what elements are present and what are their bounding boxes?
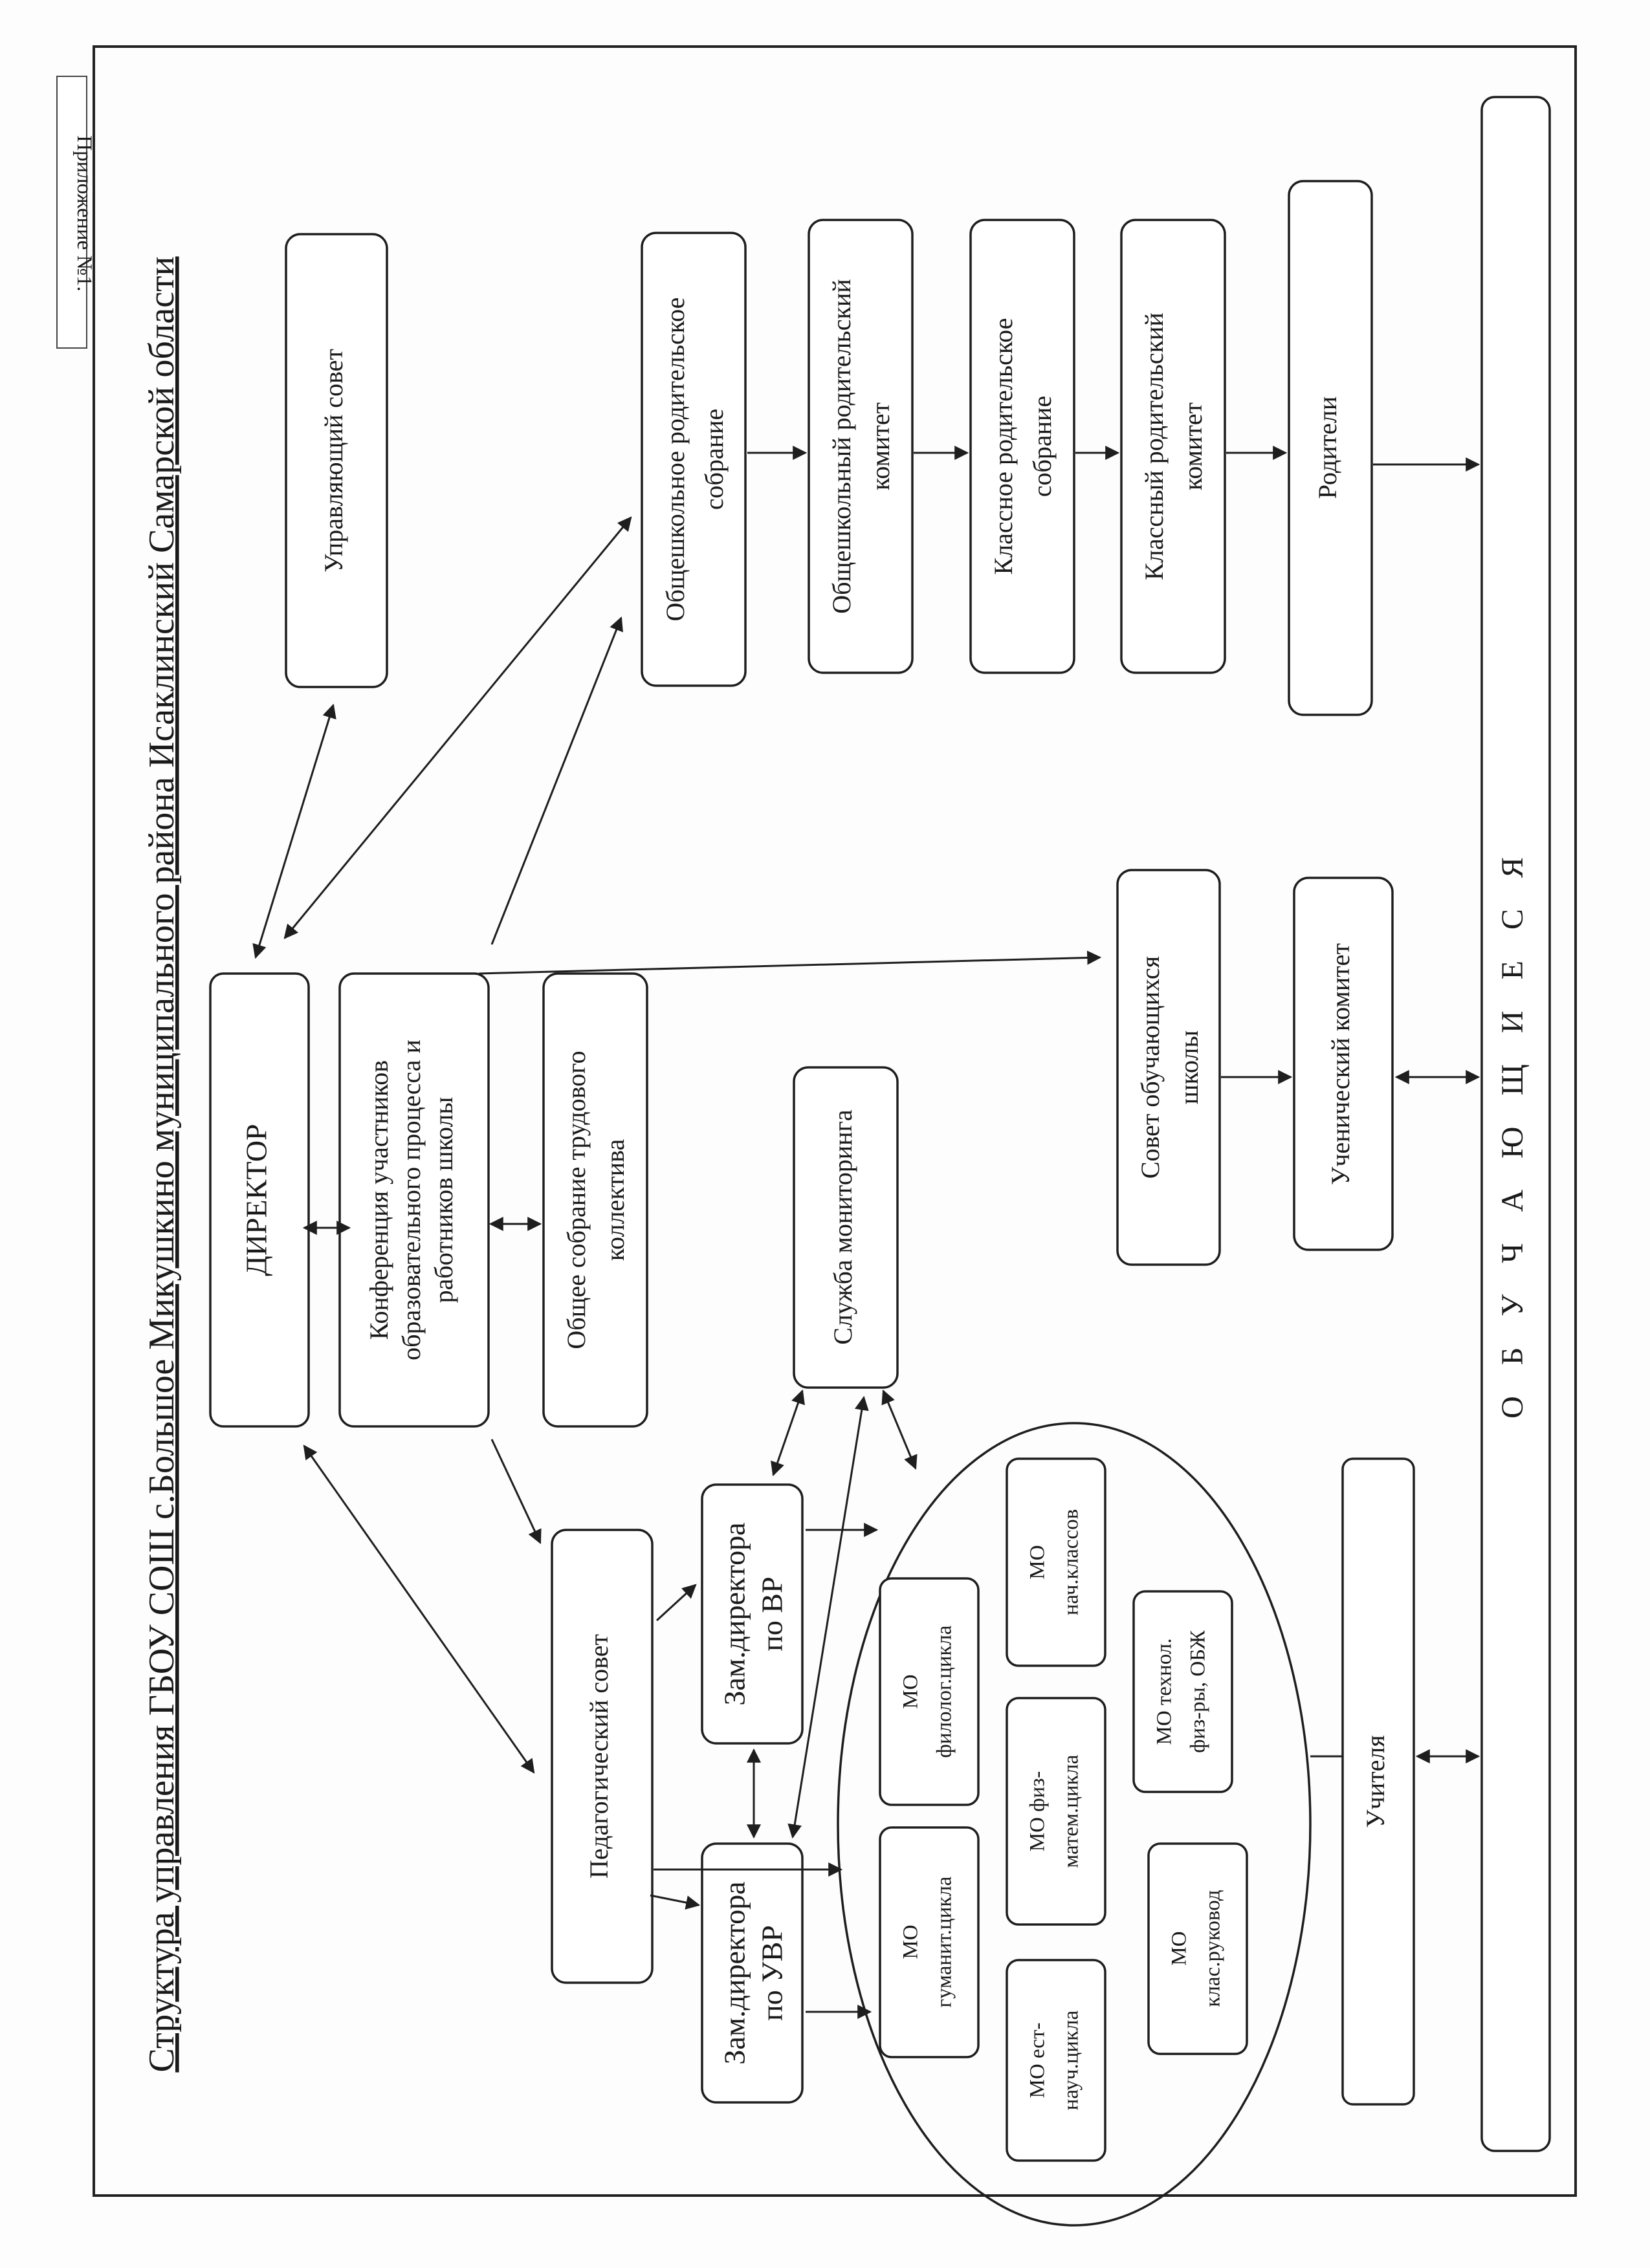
mo-humanit-line-2: гуманит.цикла bbox=[933, 1876, 956, 2007]
parents-label: Родители bbox=[1313, 397, 1342, 499]
pedagogical-council-label: Педагогический совет bbox=[584, 1634, 613, 1879]
mo-science-box: МО ест- науч.цикла bbox=[1006, 1959, 1106, 2162]
pedagogical-council-box: Педагогический совет bbox=[551, 1529, 654, 1984]
mo-physmath-line-2: матем.цикла bbox=[1060, 1754, 1083, 1868]
mo-science-line-2: науч.цикла bbox=[1060, 2010, 1083, 2110]
arrow-monitoring-ellipse bbox=[881, 1389, 918, 1470]
mo-class-heads-line-2: клас.руковод bbox=[1202, 1890, 1225, 2007]
parent-committee-school-line-2: комитет bbox=[866, 402, 895, 490]
general-meeting-line-1: Общее собрание трудового bbox=[562, 1051, 591, 1349]
mo-humanit-line-1: МО bbox=[899, 1925, 923, 1959]
outer-frame bbox=[93, 45, 1577, 2197]
parent-meeting-class-line-2: собрание bbox=[1028, 396, 1057, 497]
conference-line-3: работников школы bbox=[429, 1097, 458, 1303]
deputy-vr-box: Зам.директора по ВР bbox=[701, 1483, 804, 1745]
conference-box: Конференция участников образовательного … bbox=[338, 972, 490, 1428]
parent-meeting-school-box: Общешкольное родительское собрание bbox=[641, 232, 747, 687]
mo-class-heads-line-1: МО bbox=[1168, 1931, 1191, 1965]
parent-committee-school-line-1: Общешкольный родительский bbox=[827, 279, 856, 613]
teachers-box: Учителя bbox=[1341, 1457, 1415, 2106]
student-committee-label: Ученический комитет bbox=[1326, 943, 1355, 1185]
mo-humanit-box: МО гуманит.цикла bbox=[879, 1826, 980, 2058]
parent-meeting-class-line-1: Классное родительское bbox=[989, 318, 1018, 575]
arrow-conference-pedcouncil bbox=[490, 1439, 542, 1544]
deputy-vr-line-1: Зам.директора bbox=[718, 1522, 751, 1705]
mo-physmath-box: МО физ- матем.цикла bbox=[1006, 1697, 1106, 1926]
mo-philolog-line-1: МО bbox=[899, 1674, 923, 1708]
governing-council-box: Управляющий совет bbox=[285, 233, 388, 688]
appendix-label-group: Приложение №1. bbox=[56, 76, 96, 349]
students-label: О Б У Ч А Ю Щ И Е С Я bbox=[1495, 845, 1530, 1419]
arrow-conference-student-council bbox=[478, 950, 1102, 975]
mo-philolog-box: МО филолог.цикла bbox=[879, 1577, 980, 1806]
arrow-director-pedcouncil bbox=[303, 1445, 535, 1774]
mo-philolog-line-2: филолог.цикла bbox=[933, 1625, 956, 1758]
parent-committee-class-line-1: Классный родительский bbox=[1139, 312, 1169, 580]
deputy-uvr-line-2: по УВР bbox=[756, 1925, 789, 2021]
arrow-vr-monitoring bbox=[771, 1389, 805, 1477]
mo-physmath-line-1: МО физ- bbox=[1026, 1771, 1050, 1852]
mo-primary-box: МО нач.классов bbox=[1006, 1457, 1106, 1667]
director-label: ДИРЕКТОР bbox=[240, 1124, 273, 1276]
arrow-pedcouncil-uvr bbox=[650, 1894, 701, 1910]
appendix-label: Приложение №1. bbox=[72, 135, 96, 292]
parent-committee-school-box: Общешкольный родительский комитет bbox=[808, 219, 914, 674]
conference-line-1: Конференция участников bbox=[364, 1060, 393, 1340]
conference-line-2: образовательного процесса и bbox=[397, 1040, 426, 1360]
mo-tech-box: МО технол. физ-ры, ОБЖ bbox=[1132, 1590, 1233, 1793]
student-committee-box: Ученический комитет bbox=[1293, 877, 1394, 1251]
mo-tech-line-1: МО технол. bbox=[1153, 1639, 1176, 1745]
parent-meeting-class-box: Классное родительское собрание bbox=[969, 219, 1075, 674]
general-meeting-line-2: коллектива bbox=[600, 1139, 630, 1261]
arrow-uvr-monitoring bbox=[787, 1395, 869, 1839]
parent-meeting-school-line-1: Общешкольное родительское bbox=[661, 298, 690, 622]
director-box: ДИРЕКТОР bbox=[209, 972, 310, 1428]
student-council-box: Совет обучающихся школы bbox=[1116, 869, 1221, 1266]
mo-tech-line-2: физ-ры, ОБЖ bbox=[1187, 1630, 1210, 1753]
page-title: Структура управления ГБОУ СОШ с.Большое … bbox=[142, 256, 182, 2072]
mo-primary-line-1: МО bbox=[1026, 1545, 1050, 1579]
parent-committee-class-line-2: комитет bbox=[1178, 402, 1207, 490]
mo-primary-line-2: нач.классов bbox=[1060, 1509, 1083, 1615]
arrow-director-parent-meeting bbox=[283, 516, 632, 939]
monitoring-box: Служба мониторинга bbox=[793, 1066, 899, 1389]
mo-science-line-1: МО ест- bbox=[1026, 2023, 1050, 2099]
student-council-line-1: Совет обучающихся bbox=[1136, 956, 1165, 1179]
arrow-pedcouncil-vr bbox=[655, 1584, 697, 1622]
parent-committee-class-box: Классный родительский комитет bbox=[1120, 219, 1226, 674]
general-meeting-box: Общее собрание трудового коллектива bbox=[542, 972, 648, 1428]
arrow-conference-parent-meeting bbox=[490, 616, 623, 945]
monitoring-label: Служба мониторинга bbox=[828, 1109, 857, 1345]
deputy-vr-line-2: по ВР bbox=[756, 1576, 789, 1651]
deputy-uvr-box: Зам.директора по УВР bbox=[701, 1842, 804, 2104]
mo-class-heads-box: МО клас.руковод bbox=[1147, 1842, 1248, 2055]
parent-meeting-school-line-2: собрание bbox=[699, 409, 729, 510]
teachers-label: Учителя bbox=[1361, 1735, 1390, 1827]
parents-box: Родители bbox=[1288, 180, 1373, 716]
student-council-line-2: школы bbox=[1174, 1030, 1204, 1105]
deputy-uvr-line-1: Зам.директора bbox=[718, 1881, 751, 2064]
governing-council-label: Управляющий совет bbox=[319, 349, 348, 572]
arrow-director-governing bbox=[252, 703, 336, 959]
students-box: О Б У Ч А Ю Щ И Е С Я bbox=[1480, 96, 1551, 2152]
